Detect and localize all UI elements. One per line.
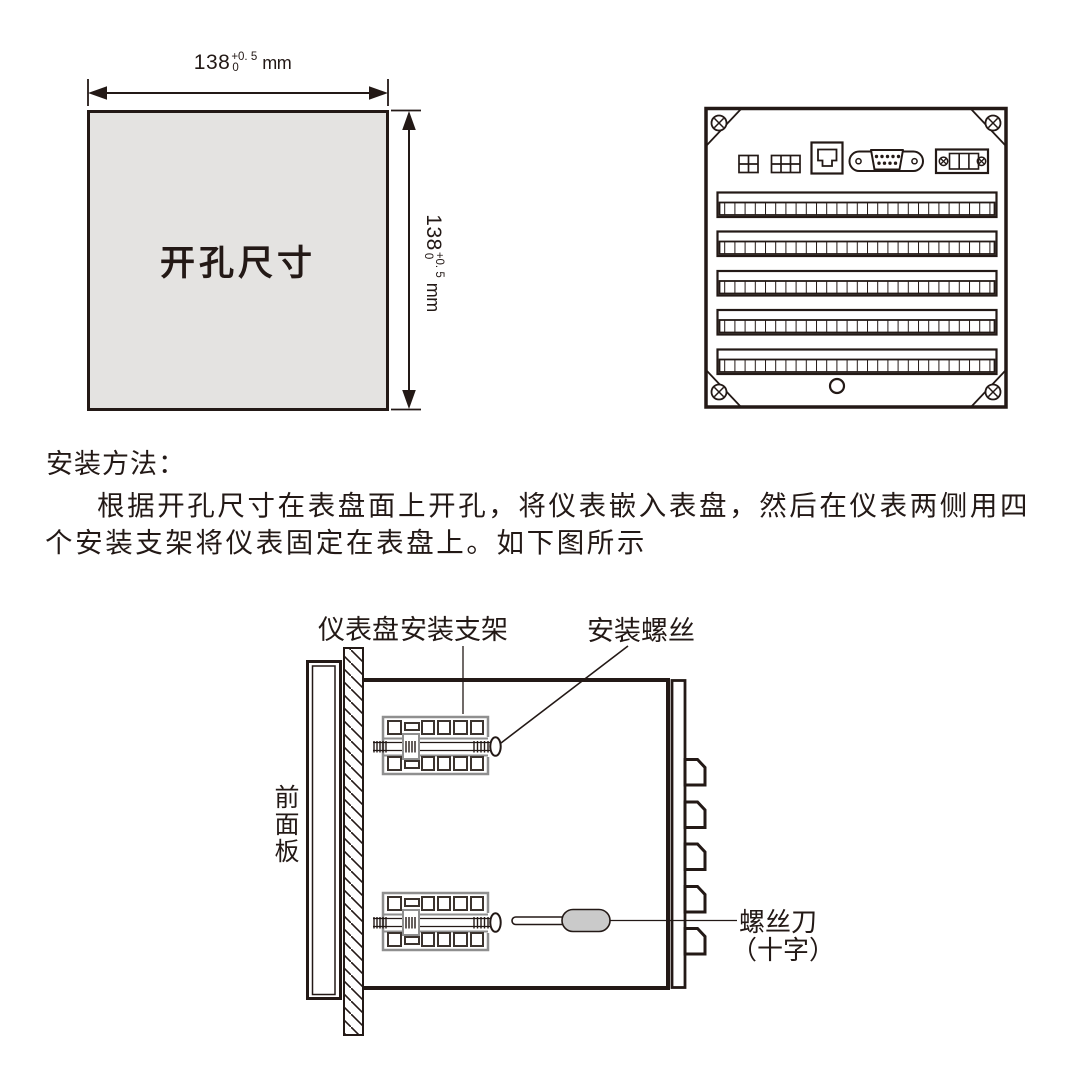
installation-figure: 仪表盘 安装支架 安装螺丝 前 面 板 螺丝刀 （十字） [274,615,835,1036]
power-terminal-icon [934,148,990,175]
width-value: 138 [193,51,231,74]
svg-text:板: 板 [274,838,299,866]
corner-screw-icon [710,383,728,401]
height-unit: mm [423,282,444,312]
width-tol-lower: 0 [232,62,239,74]
rj45-port-icon [810,141,844,175]
height-tol-upper: +0. 5 [433,251,445,278]
width-dimension-arrow [87,79,389,106]
label-panel: 仪表盘 [318,615,399,645]
method-line2: 个安装支架将仪表固定在表盘上。如下图所示 [45,527,647,558]
label-screw: 安装螺丝 [587,616,695,646]
terminal-3pin-icon [770,154,801,174]
method-line1: 根据开孔尺寸在表盘面上开孔，将仪表嵌入表盘，然后在仪表两侧用四 [97,490,1031,521]
rear-connector-bump [683,758,707,787]
cutout-figure: 开孔尺寸 [87,79,421,411]
screwdriver-icon [511,908,611,933]
width-unit: mm [262,52,292,73]
svg-text:面: 面 [274,812,299,839]
bottom-hole-icon [828,377,846,395]
terminal-2pin-icon [738,154,759,174]
cutout-square [87,110,389,411]
width-dimension-label: 138 +0. 5 0 mm [155,51,330,75]
label-bracket: 安装支架 [400,615,508,645]
rear-connector-bump [683,842,707,871]
db9-serial-port-icon [848,149,924,172]
method-heading: 安装方法： [46,449,186,479]
cutout-title: 开孔尺寸 [160,244,316,283]
rear-panel-figure [704,106,1008,409]
svg-text:前: 前 [274,784,299,812]
rear-strip [670,679,687,989]
terminal-strip-row [716,191,998,376]
rear-connector-bump [683,800,707,829]
rear-connector-bump [683,927,707,956]
height-value: 138 [422,214,445,251]
width-tol-upper: +0. 5 [231,51,258,63]
screw-leader-line [500,645,629,744]
front-panel-inner-line [311,665,336,996]
rear-connector-bump [683,885,707,914]
corner-screw-icon [710,114,728,132]
label-screwdriver-type: （十字） [731,936,835,965]
label-screwdriver: 螺丝刀 [739,908,817,937]
height-dimension-arrow [391,109,421,411]
mounting-bracket-top [371,715,502,776]
mounting-bracket-bottom [371,891,502,952]
corner-screw-icon [984,114,1002,132]
height-tol-lower: 0 [422,252,434,260]
height-dimension-label: 138 +0. 5 0 mm [421,214,445,311]
corner-screw-icon [984,383,1002,401]
label-front-panel: 前 面 板 [274,784,299,866]
